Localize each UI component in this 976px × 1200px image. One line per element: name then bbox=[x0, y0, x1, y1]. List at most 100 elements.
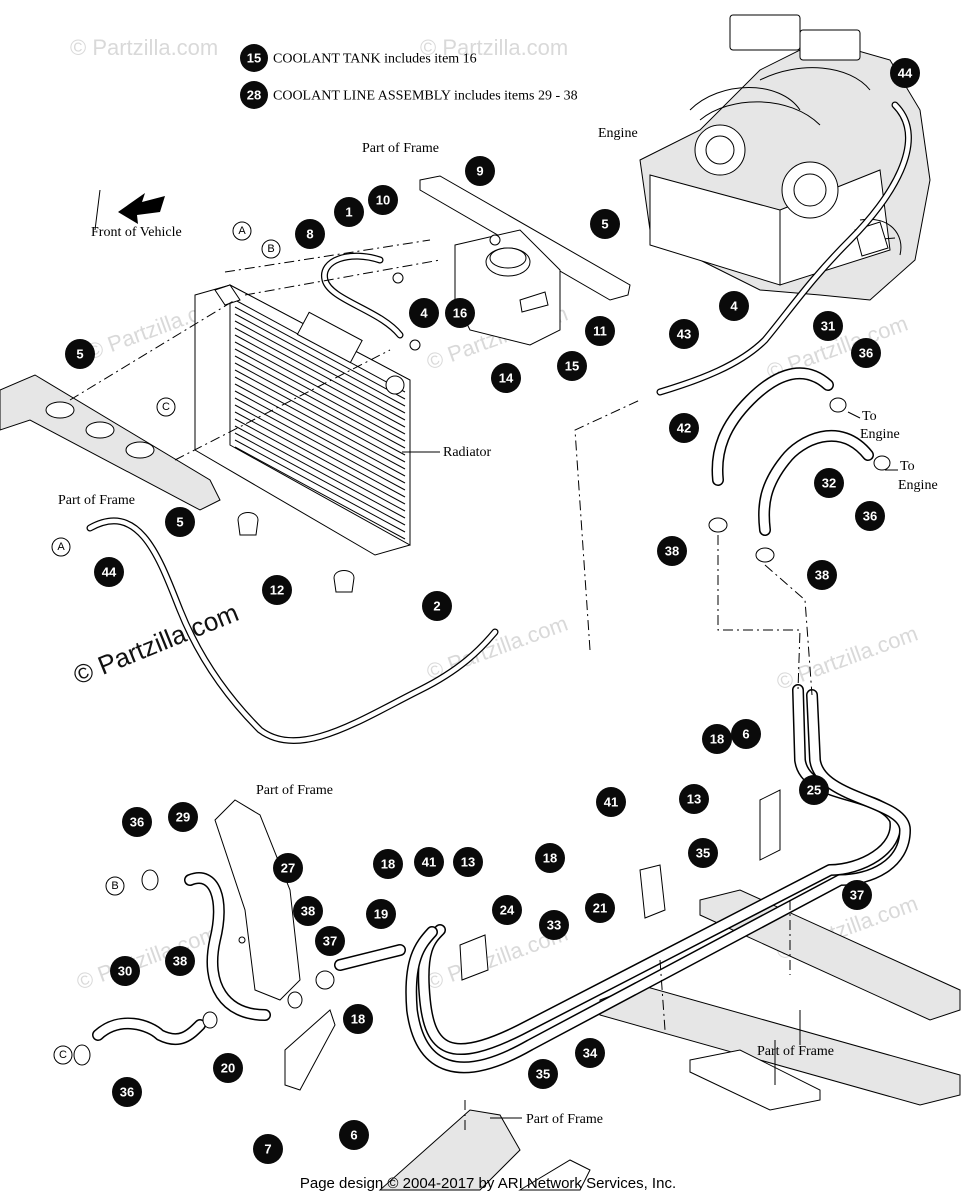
part-number[interactable]: 35 bbox=[696, 846, 710, 861]
part-callout[interactable]: 35 bbox=[528, 1059, 558, 1089]
part-callout[interactable]: 31 bbox=[813, 311, 843, 341]
part-number[interactable]: 36 bbox=[120, 1085, 134, 1100]
part-number[interactable]: 44 bbox=[898, 66, 913, 81]
part-number[interactable]: 42 bbox=[677, 421, 691, 436]
part-number[interactable]: 19 bbox=[374, 907, 388, 922]
part-number[interactable]: 27 bbox=[281, 861, 295, 876]
part-number[interactable]: 1 bbox=[345, 205, 352, 220]
part-number[interactable]: 38 bbox=[665, 544, 679, 559]
part-callout[interactable]: 12 bbox=[262, 575, 292, 605]
part-callout[interactable]: 37 bbox=[842, 880, 872, 910]
part-callout[interactable]: 27 bbox=[273, 853, 303, 883]
part-callout[interactable]: 18 bbox=[535, 843, 565, 873]
part-callout[interactable]: 8 bbox=[295, 219, 325, 249]
part-callout[interactable]: 15 bbox=[557, 351, 587, 381]
part-callout[interactable]: 38 bbox=[293, 896, 323, 926]
part-callout[interactable]: 16 bbox=[445, 298, 475, 328]
part-callout[interactable]: 13 bbox=[453, 847, 483, 877]
part-number[interactable]: 5 bbox=[76, 347, 83, 362]
part-callout[interactable]: 9 bbox=[465, 156, 495, 186]
part-callout[interactable]: 4 bbox=[409, 298, 439, 328]
part-callout[interactable]: 13 bbox=[679, 784, 709, 814]
part-number[interactable]: 37 bbox=[323, 934, 337, 949]
part-callout[interactable]: 7 bbox=[253, 1134, 283, 1164]
part-number[interactable]: 20 bbox=[221, 1061, 235, 1076]
part-number[interactable]: 5 bbox=[601, 217, 608, 232]
part-number[interactable]: 43 bbox=[677, 327, 691, 342]
part-number[interactable]: 32 bbox=[822, 476, 836, 491]
part-callout[interactable]: 5 bbox=[590, 209, 620, 239]
part-number[interactable]: 18 bbox=[710, 732, 724, 747]
part-number[interactable]: 31 bbox=[821, 319, 835, 334]
part-number[interactable]: 36 bbox=[863, 509, 877, 524]
part-number[interactable]: 10 bbox=[376, 193, 390, 208]
part-callout[interactable]: 11 bbox=[585, 316, 615, 346]
part-callout[interactable]: 36 bbox=[122, 807, 152, 837]
part-number[interactable]: 24 bbox=[500, 903, 515, 918]
part-callout[interactable]: 18 bbox=[373, 849, 403, 879]
part-callout[interactable]: 18 bbox=[702, 724, 732, 754]
part-callout[interactable]: 18 bbox=[343, 1004, 373, 1034]
part-number[interactable]: 14 bbox=[499, 371, 514, 386]
part-callout[interactable]: 6 bbox=[339, 1120, 369, 1150]
part-callout[interactable]: 41 bbox=[596, 787, 626, 817]
part-callout[interactable]: 20 bbox=[213, 1053, 243, 1083]
part-number[interactable]: 21 bbox=[593, 901, 607, 916]
part-callout[interactable]: 19 bbox=[366, 899, 396, 929]
part-callout[interactable]: 38 bbox=[807, 560, 837, 590]
part-callout[interactable]: 33 bbox=[539, 910, 569, 940]
part-number[interactable]: 38 bbox=[815, 568, 829, 583]
part-number[interactable]: 9 bbox=[476, 164, 483, 179]
part-number[interactable]: 44 bbox=[102, 565, 117, 580]
part-callout[interactable]: 36 bbox=[112, 1077, 142, 1107]
part-callout[interactable]: 44 bbox=[94, 557, 124, 587]
part-callout[interactable]: 29 bbox=[168, 802, 198, 832]
part-callout[interactable]: 1 bbox=[334, 197, 364, 227]
part-number[interactable]: 18 bbox=[351, 1012, 365, 1027]
part-number[interactable]: 35 bbox=[536, 1067, 550, 1082]
part-number[interactable]: 29 bbox=[176, 810, 190, 825]
part-number[interactable]: 13 bbox=[461, 855, 475, 870]
part-callout[interactable]: 25 bbox=[799, 775, 829, 805]
part-number[interactable]: 4 bbox=[730, 299, 738, 314]
part-number[interactable]: 41 bbox=[604, 795, 618, 810]
part-number[interactable]: 16 bbox=[453, 306, 467, 321]
part-callout[interactable]: 38 bbox=[657, 536, 687, 566]
part-callout[interactable]: 43 bbox=[669, 319, 699, 349]
part-number[interactable]: 4 bbox=[420, 306, 428, 321]
part-number[interactable]: 11 bbox=[593, 324, 607, 339]
part-number[interactable]: 6 bbox=[742, 727, 749, 742]
part-number[interactable]: 34 bbox=[583, 1046, 598, 1061]
part-callout[interactable]: 6 bbox=[731, 719, 761, 749]
part-callout[interactable]: 10 bbox=[368, 185, 398, 215]
part-callout[interactable]: 36 bbox=[855, 501, 885, 531]
part-number[interactable]: 6 bbox=[350, 1128, 357, 1143]
part-callout[interactable]: 37 bbox=[315, 926, 345, 956]
part-number[interactable]: 5 bbox=[176, 515, 183, 530]
part-callout[interactable]: 42 bbox=[669, 413, 699, 443]
part-number[interactable]: 38 bbox=[301, 904, 315, 919]
part-number[interactable]: 38 bbox=[173, 954, 187, 969]
part-number[interactable]: 2 bbox=[433, 599, 440, 614]
part-callout[interactable]: 35 bbox=[688, 838, 718, 868]
part-number[interactable]: 36 bbox=[130, 815, 144, 830]
part-number[interactable]: 15 bbox=[565, 359, 579, 374]
part-callout[interactable]: 44 bbox=[890, 58, 920, 88]
part-callout[interactable]: 36 bbox=[851, 338, 881, 368]
part-callout[interactable]: 32 bbox=[814, 468, 844, 498]
part-callout[interactable]: 41 bbox=[414, 847, 444, 877]
part-callout[interactable]: 24 bbox=[492, 895, 522, 925]
part-number[interactable]: 30 bbox=[118, 964, 132, 979]
part-number[interactable]: 41 bbox=[422, 855, 436, 870]
part-callout[interactable]: 30 bbox=[110, 956, 140, 986]
part-callout[interactable]: 4 bbox=[719, 291, 749, 321]
part-number[interactable]: 7 bbox=[264, 1142, 271, 1157]
part-number[interactable]: 13 bbox=[687, 792, 701, 807]
part-number[interactable]: 36 bbox=[859, 346, 873, 361]
part-callout[interactable]: 2 bbox=[422, 591, 452, 621]
part-callout[interactable]: 38 bbox=[165, 946, 195, 976]
part-callout[interactable]: 14 bbox=[491, 363, 521, 393]
part-callout[interactable]: 5 bbox=[65, 339, 95, 369]
part-number[interactable]: 8 bbox=[306, 227, 313, 242]
part-callout[interactable]: 34 bbox=[575, 1038, 605, 1068]
